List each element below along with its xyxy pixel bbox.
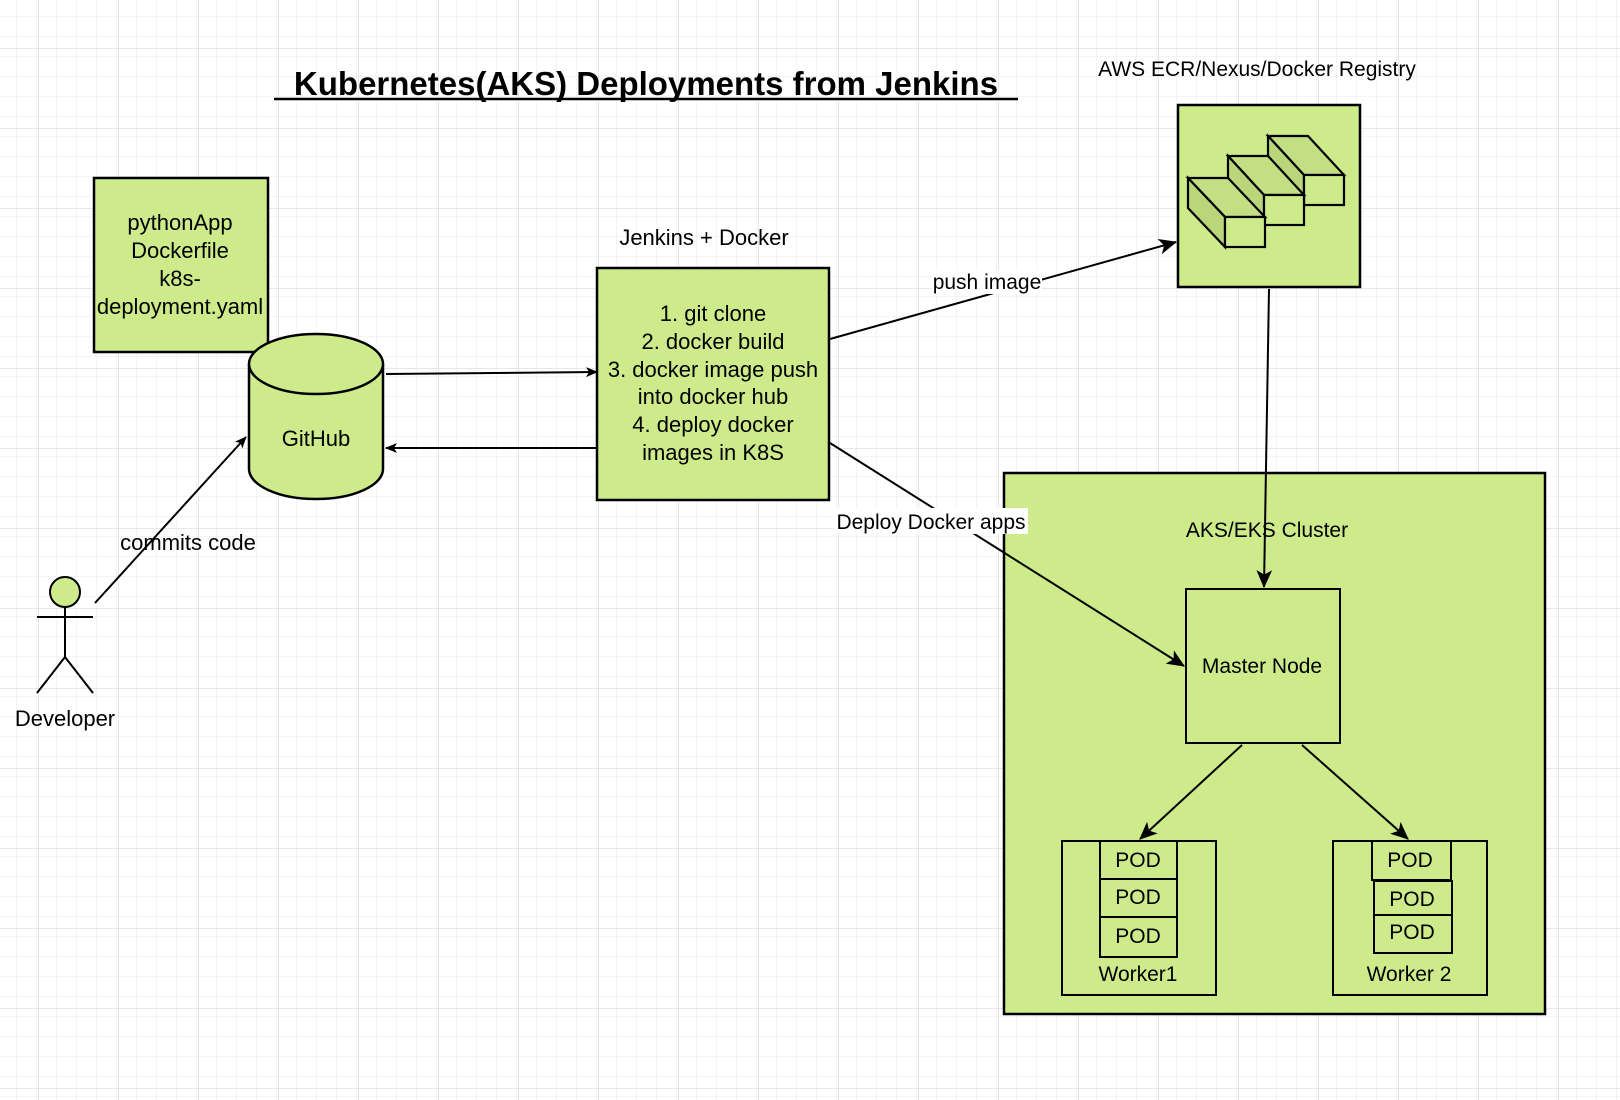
actor-right-leg [64,656,94,694]
jenkins-step: 2. docker build [641,329,784,354]
source-file-line: Dockerfile [131,238,229,263]
source-file-line: pythonApp [127,210,232,235]
jenkins-caption: Jenkins + Docker [619,225,788,250]
jenkins-step: into docker hub [638,384,788,409]
edge-push-image[interactable]: push image [829,238,1178,340]
jenkins-box[interactable] [595,266,831,502]
title-text: Kubernetes(AKS) Deployments from Jenkins [294,65,998,102]
diagram-title: Kubernetes(AKS) Deployments from Jenkins [274,65,1018,102]
pod-label: POD [1115,886,1161,909]
github-to-jenkins-arrow[interactable] [385,367,598,378]
commits-code-arrow[interactable] [94,436,247,604]
deploy-docker-apps-arrow[interactable] [829,442,1185,667]
registry-caption: AWS ECR/Nexus/Docker Registry [1098,58,1416,81]
pod-label: POD [1389,921,1435,944]
container-registry-icon [1185,133,1347,250]
push-image-label-bg [932,270,1042,294]
worker1-label: Worker1 [1099,963,1178,986]
pod-label: POD [1387,849,1433,872]
jenkins-step: 4. deploy docker [632,412,793,437]
pod-box[interactable] [1373,914,1453,954]
jenkins-step: images in K8S [642,440,784,465]
commits-code-label: commits code [120,530,256,555]
source-files-node[interactable]: pythonApp Dockerfile k8s- deployment.yam… [92,176,270,354]
pod-label: POD [1389,888,1435,911]
registry-node[interactable] [1176,103,1362,289]
deploy-docker-apps-label: Deploy Docker apps [836,511,1025,534]
edge-commits-code[interactable]: commits code [94,436,256,604]
registry-to-master-arrow[interactable] [1256,288,1273,589]
deploy-docker-apps-label-bg [834,508,1028,534]
source-files-box[interactable] [92,176,270,354]
actor-head-icon [49,576,81,608]
github-cylinder-body[interactable] [247,364,385,501]
jenkins-step: 1. git clone [660,301,766,326]
worker2-label: Worker 2 [1367,963,1452,986]
master-node-box[interactable] [1185,588,1341,744]
github-label: GitHub [282,426,350,451]
source-file-line: k8s- [159,266,201,291]
pod-box[interactable] [1373,880,1453,916]
worker-node[interactable]: POD POD POD Worker1 [1061,840,1217,996]
pod-label: POD [1115,925,1161,948]
jenkins-step: 3. docker image push [608,357,818,382]
jenkins-node[interactable]: 1. git clone 2. docker build 3. docker i… [595,266,831,502]
worker-node[interactable]: POD POD POD Worker 2 [1332,840,1488,996]
cluster-node[interactable]: AKS/EKS Cluster Master Node POD POD POD … [1002,471,1547,1016]
github-cylinder-top[interactable] [247,332,385,396]
developer-label: Developer [15,706,115,731]
pod-box[interactable] [1099,916,1178,958]
master-to-worker2-arrow[interactable] [1301,744,1409,840]
edge-deploy-docker-apps[interactable]: Deploy Docker apps [829,442,1185,667]
pod-box[interactable] [1371,840,1452,881]
master-node-label: Master Node [1202,655,1322,678]
github-node[interactable]: GitHub [247,332,385,501]
cluster-label: AKS/EKS Cluster [1186,519,1348,542]
developer-actor[interactable]: Developer [15,576,115,731]
push-image-label: push image [933,271,1042,294]
master-to-worker1-arrow[interactable] [1139,744,1243,840]
actor-left-leg [36,656,66,694]
pod-label: POD [1115,849,1161,872]
source-file-line: deployment.yaml [97,294,263,319]
